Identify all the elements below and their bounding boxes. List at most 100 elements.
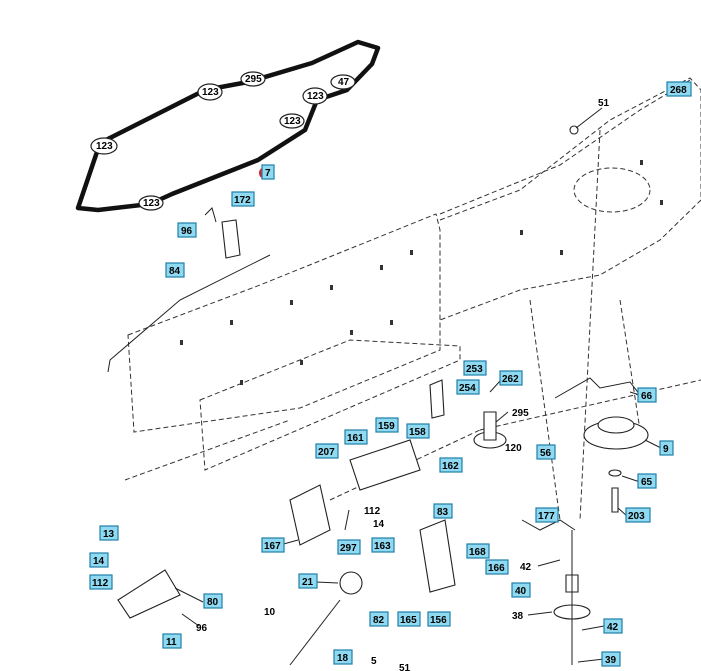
svg-text:11: 11 [166, 637, 177, 648]
belt-pulley-label: 295 [245, 74, 262, 85]
callouts: 7 172 96 84 268 253 254 262 66 9 56 65 2… [89, 81, 692, 667]
svg-text:262: 262 [502, 374, 519, 385]
leader-lines [174, 107, 662, 663]
svg-text:158: 158 [409, 427, 426, 438]
belt-pulley-label: 47 [338, 77, 350, 88]
belt-pulley-label: 123 [307, 91, 324, 102]
svg-text:268: 268 [670, 85, 687, 96]
svg-text:161: 161 [347, 433, 364, 444]
callout-112: 112 [89, 574, 113, 590]
svg-text:96: 96 [181, 226, 193, 237]
pulley-123b: 123 [197, 83, 223, 101]
callout-163: 163 [371, 537, 395, 553]
callout-80: 80 [203, 593, 223, 609]
pulley-47: 47 [330, 74, 356, 90]
belt-pulley-label: 123 [202, 87, 219, 98]
part-9-pulley-hub [597, 416, 635, 434]
frame-guide-lines [529, 129, 641, 521]
svg-text:297: 297 [340, 543, 357, 554]
svg-text:40: 40 [515, 586, 527, 597]
callout-84: 84 [165, 262, 185, 278]
callout-295: 295 [512, 408, 529, 419]
callout-262: 262 [499, 370, 523, 386]
svg-text:39: 39 [605, 655, 617, 666]
callout-161: 161 [344, 429, 368, 445]
callout-96: 96 [177, 222, 197, 238]
callout-172: 172 [231, 191, 255, 207]
callout-18: 18 [333, 649, 353, 665]
svg-text:84: 84 [169, 266, 181, 277]
svg-text:14: 14 [93, 556, 105, 567]
svg-text:9: 9 [663, 444, 669, 455]
callout-42-plain: 42 [520, 562, 532, 573]
callout-42: 42 [603, 618, 623, 634]
pulley-123c: 123 [302, 87, 328, 105]
callout-177: 177 [535, 507, 559, 523]
callout-207: 207 [315, 443, 339, 459]
callout-7: 7 [261, 164, 275, 180]
pulley-123d: 123 [279, 113, 305, 129]
callout-268: 268 [666, 81, 692, 97]
callout-254: 254 [456, 379, 480, 395]
svg-text:82: 82 [373, 615, 385, 626]
callout-10: 10 [264, 607, 276, 618]
part-65-washer [608, 469, 622, 477]
svg-text:172: 172 [234, 195, 251, 206]
callout-159: 159 [375, 417, 399, 433]
callout-66: 66 [637, 387, 657, 403]
svg-text:80: 80 [207, 597, 219, 608]
belt-pulley-label: 123 [143, 198, 160, 209]
callout-82: 82 [369, 611, 389, 627]
callout-51-bottom: 51 [399, 663, 411, 671]
pulley-123e: 123 [138, 195, 164, 211]
svg-text:56: 56 [540, 448, 552, 459]
callout-253: 253 [463, 360, 487, 376]
svg-text:163: 163 [374, 541, 391, 552]
svg-text:83: 83 [437, 507, 449, 518]
part-96-pin [204, 207, 217, 223]
callout-38: 38 [512, 611, 524, 622]
frame-right-section [439, 77, 701, 321]
parts [107, 125, 649, 666]
svg-text:162: 162 [442, 461, 459, 472]
part-165-bracket [419, 519, 456, 593]
pulley-295: 295 [240, 71, 266, 87]
part-lever-arm [289, 599, 341, 666]
svg-text:203: 203 [628, 511, 645, 522]
svg-text:159: 159 [378, 421, 395, 432]
svg-text:167: 167 [264, 541, 281, 552]
callout-165: 165 [397, 611, 421, 627]
callout-167: 167 [261, 537, 285, 553]
callout-40: 40 [511, 582, 531, 598]
part-159-plate [349, 439, 421, 491]
svg-text:66: 66 [641, 391, 653, 402]
callout-96-plain: 96 [196, 623, 208, 634]
callout-56: 56 [536, 444, 556, 460]
callout-65: 65 [637, 473, 657, 489]
callout-162: 162 [439, 457, 463, 473]
svg-text:7: 7 [265, 168, 271, 179]
part-172-bracket [221, 219, 241, 259]
part-167-bracket [289, 484, 331, 546]
svg-text:254: 254 [459, 383, 476, 394]
callout-120: 120 [505, 443, 522, 454]
svg-text:168: 168 [469, 547, 486, 558]
callout-112-plain: 112 [364, 506, 381, 517]
callout-21: 21 [298, 573, 318, 589]
part-66-spring [554, 377, 641, 399]
part-21-knob [339, 571, 363, 595]
svg-text:13: 13 [103, 529, 115, 540]
svg-text:166: 166 [488, 563, 505, 574]
callout-83: 83 [433, 503, 453, 519]
belt-pulley-label: 123 [284, 116, 301, 127]
callout-14-plain: 14 [373, 519, 385, 530]
frame-left-panel [127, 213, 441, 433]
callout-39: 39 [601, 651, 621, 667]
pulley-123a: 123 [90, 137, 118, 155]
frame-opening [573, 167, 651, 213]
callout-158: 158 [406, 423, 430, 439]
svg-text:42: 42 [607, 622, 619, 633]
callout-11: 11 [162, 633, 182, 649]
part-80-lever [117, 569, 181, 619]
